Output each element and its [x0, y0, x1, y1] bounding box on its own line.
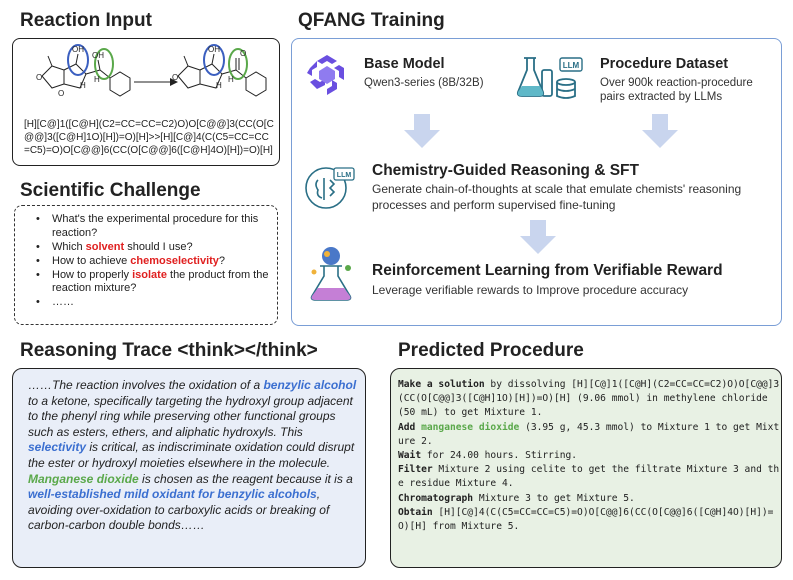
procedure-step: Obtain [H][C@]4(C(C5=CC=CC=C5)=O)O[C@@]6…: [398, 506, 774, 533]
svg-text:H: H: [228, 75, 234, 84]
svg-text:OH: OH: [208, 45, 220, 54]
scientific-challenge-heading: Scientific Challenge: [20, 180, 201, 201]
reaction-scheme: O OH OH H H O O OH H H O: [36, 44, 267, 98]
brain-chip-icon: LLM: [305, 167, 355, 209]
svg-text:H: H: [94, 75, 100, 84]
svg-text:OH: OH: [92, 51, 104, 60]
predicted-procedure-heading: Predicted Procedure: [398, 340, 584, 361]
brain-flask-icon: [310, 247, 352, 301]
qfang-training-heading: QFANG Training: [298, 10, 445, 31]
procedure-dataset-title: Procedure Dataset: [600, 56, 729, 72]
reaction-input-heading: Reaction Input: [20, 10, 152, 31]
svg-text:O: O: [58, 89, 64, 98]
down-arrow-icon: [520, 220, 556, 254]
base-model-subtitle: Qwen3-series (8B/32B): [364, 77, 484, 89]
challenge-item: What's the experimental procedure for th…: [36, 213, 276, 240]
challenge-item: How to properly isolate the product from…: [36, 269, 276, 296]
svg-text:H: H: [216, 81, 222, 90]
sft-subtitle: Generate chain-of-thoughts at scale that…: [372, 182, 742, 212]
down-arrow-icon: [642, 114, 678, 148]
reaction-arrow-icon: [170, 78, 178, 86]
qwen-logo-icon: [307, 55, 344, 95]
flask-database-icon: LLM: [516, 57, 583, 99]
svg-text:OH: OH: [72, 45, 84, 54]
procedure-step: Add manganese dioxide (3.95 g, 45.3 mmol…: [398, 421, 780, 447]
predicted-procedure-panel: [390, 368, 782, 568]
challenge-list: What's the experimental procedure for th…: [36, 213, 276, 310]
procedure-step: Wait for 24.00 hours. Stirring.: [398, 450, 578, 462]
scientific-challenge-panel: [14, 205, 278, 325]
down-arrow-icon: [404, 114, 440, 148]
procedure-step: Chromatograph Mixture 3 to get Mixture 5…: [398, 492, 635, 504]
challenge-item: Which solvent should I use?: [36, 241, 276, 255]
rl-subtitle: Leverage verifiable rewards to Improve p…: [372, 283, 689, 297]
base-model-title: Base Model: [364, 56, 445, 72]
reaction-input-panel: [12, 38, 280, 166]
qfang-training-panel: [291, 38, 782, 326]
svg-text:H: H: [80, 81, 86, 90]
sft-title: Chemistry-Guided Reasoning & SFT: [372, 162, 639, 179]
rl-title: Reinforcement Learning from Verifiable R…: [372, 262, 723, 279]
svg-text:O: O: [36, 73, 42, 82]
challenge-item: How to achieve chemoselectivity?: [36, 255, 276, 269]
reasoning-trace-panel: [12, 368, 366, 568]
predicted-procedure-text: Make a solution by dissolving [H][C@]1([…: [398, 378, 782, 534]
svg-text:LLM: LLM: [563, 61, 580, 70]
svg-text:O: O: [240, 49, 246, 58]
reaction-smiles: [H][C@]1([C@H](C2=CC=CC=C2)O)O[C@@]3(CC(…: [24, 119, 274, 156]
procedure-step: Filter Mixture 2 using celite to get the…: [398, 464, 780, 490]
svg-text:LLM: LLM: [337, 172, 352, 179]
svg-text:O: O: [172, 73, 178, 82]
reasoning-trace-text: ……The reaction involves the oxidation of…: [28, 378, 357, 533]
procedure-step: Make a solution by dissolving [H][C@]1([…: [398, 379, 780, 419]
challenge-item: ……: [36, 296, 276, 310]
procedure-dataset-subtitle: Over 900k reaction-procedure pairs extra…: [600, 77, 753, 103]
reasoning-trace-heading: Reasoning Trace <think></think>: [20, 340, 318, 361]
